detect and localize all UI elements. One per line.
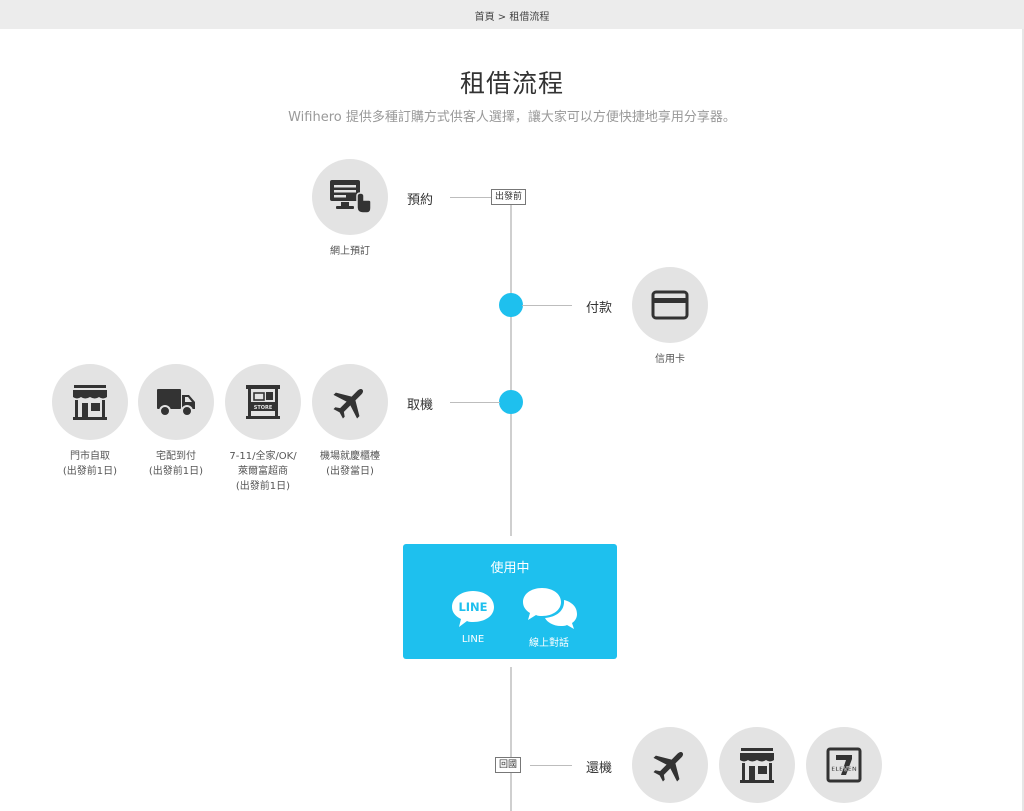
online-chat-label: 線上對話	[529, 638, 569, 649]
page-subtitle: Wifihero 提供多種訂購方式供客人選擇，讓大家可以方便快捷地享用分享器。	[288, 110, 736, 125]
credit-card-icon	[651, 290, 689, 320]
svg-text:STORE: STORE	[254, 405, 273, 411]
breadcrumb-current: 租借流程	[509, 12, 550, 23]
convenience-store-caption-line1: 7-11/全家/OK/	[229, 451, 297, 462]
store-icon	[73, 385, 107, 420]
convenience-store-icon: STORE	[246, 385, 280, 419]
store-pickup-option[interactable]	[52, 364, 128, 440]
breadcrumb-home-link[interactable]: 首頁	[474, 12, 495, 23]
line-label: LINE	[461, 634, 485, 645]
breadcrumb: 首頁 > 租借流程	[0, 8, 1024, 23]
payment-label: 付款	[586, 301, 613, 316]
return-tag: 回國	[495, 757, 522, 773]
online-booking-option[interactable]	[312, 159, 388, 235]
airport-pickup-caption: 機場就慶櫃檯 (出發當日)	[295, 449, 405, 479]
line-channel[interactable]: LINE	[450, 589, 496, 635]
airplane-icon	[653, 751, 684, 782]
timeline-line-upper	[510, 198, 512, 536]
pickup-connector	[450, 402, 500, 403]
page-title: 租借流程	[459, 69, 564, 98]
payment-dot	[499, 293, 523, 317]
breadcrumb-separator: >	[497, 12, 507, 23]
timeline-line-lower	[510, 667, 512, 811]
online-chat-channel[interactable]	[520, 584, 580, 636]
seven-eleven-icon: ELEVEN	[826, 747, 862, 783]
home-delivery-caption: 宅配到付 (出發前1日)	[121, 449, 231, 479]
home-delivery-option[interactable]	[138, 364, 214, 440]
airport-return-option[interactable]	[632, 727, 708, 803]
store-pickup-caption: 門市自取 (出發前1日)	[35, 449, 145, 479]
reserve-label: 預約	[407, 193, 434, 208]
pickup-dot	[499, 390, 523, 414]
online-booking-caption: 網上預訂	[330, 246, 370, 257]
store-return-option[interactable]	[719, 727, 795, 803]
convenience-store-caption-line3: (出發前1日)	[235, 481, 291, 492]
seven-eleven-return-option[interactable]: ELEVEN	[806, 727, 882, 803]
line-icon: LINE	[452, 591, 494, 627]
store-pickup-caption-line2: (出發前1日)	[62, 466, 118, 477]
store-pickup-caption-line1: 門市自取	[70, 451, 110, 462]
home-delivery-caption-line1: 宅配到付	[156, 451, 196, 462]
convenience-store-caption: 7-11/全家/OK/ 萊爾富超商 (出發前1日)	[208, 449, 318, 494]
in-use-title: 使用中	[490, 561, 530, 576]
breadcrumb-bar	[0, 0, 1024, 29]
airport-pickup-caption-line2: (出發當日)	[326, 466, 374, 477]
home-delivery-caption-line2: (出發前1日)	[148, 466, 204, 477]
reserve-connector	[450, 197, 492, 198]
truck-icon	[157, 389, 195, 417]
pickup-label: 取機	[407, 398, 434, 413]
convenience-store-option[interactable]: STORE	[225, 364, 301, 440]
credit-card-option[interactable]	[632, 267, 708, 343]
scrollbar[interactable]	[1022, 29, 1024, 811]
credit-card-caption: 信用卡	[655, 354, 685, 365]
reserve-tag: 出發前	[491, 189, 527, 205]
return-connector	[530, 765, 572, 766]
airplane-icon	[333, 388, 364, 419]
payment-connector	[522, 305, 572, 306]
chat-bubbles-icon	[523, 588, 577, 629]
seven-eleven-icon-text: ELEVEN	[831, 766, 857, 773]
convenience-store-caption-line2: 萊爾富超商	[238, 466, 288, 477]
computer-icon	[330, 180, 372, 214]
in-use-panel: 使用中 LINE LINE 線上對話	[403, 544, 617, 659]
return-label: 還機	[586, 761, 613, 776]
airport-pickup-caption-line1: 機場就慶櫃檯	[320, 451, 380, 462]
line-icon-text: LINE	[458, 600, 487, 614]
store-icon	[740, 748, 774, 783]
airport-pickup-option[interactable]	[312, 364, 388, 440]
